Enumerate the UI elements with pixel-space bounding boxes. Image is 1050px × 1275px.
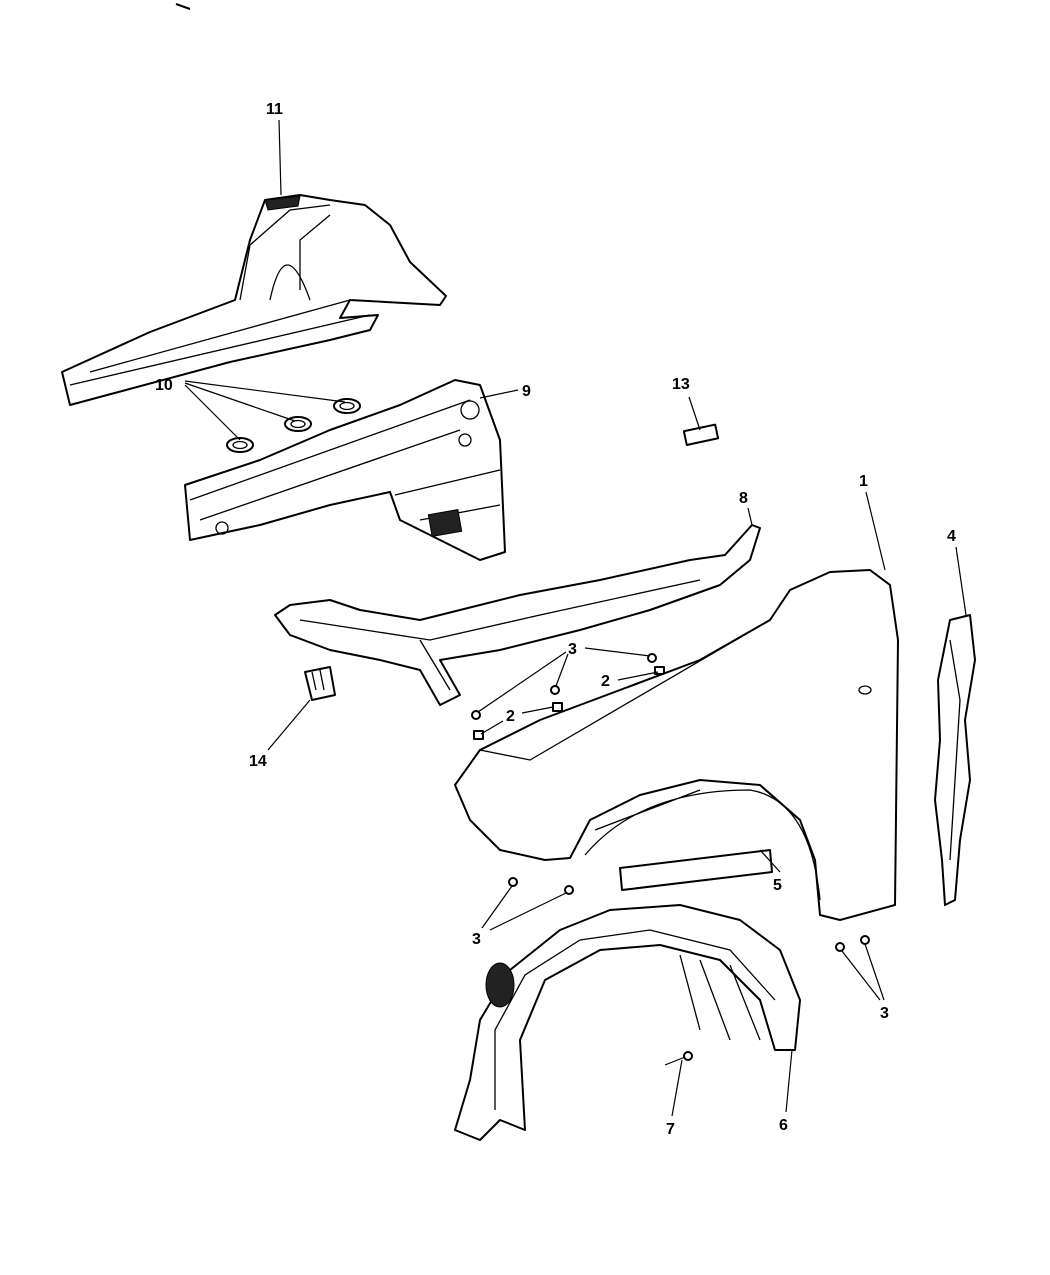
callout-10: 10 <box>155 377 173 394</box>
callout-2-lower: 2 <box>506 708 515 725</box>
part-6-liner <box>454 904 801 1141</box>
part-7-bolt <box>664 1051 693 1066</box>
callout-3-upper: 3 <box>568 641 577 658</box>
callout-7: 7 <box>666 1121 675 1138</box>
part-13-bracket <box>682 423 720 446</box>
part-14-clip <box>304 666 336 701</box>
part-9-lower-rail <box>184 379 506 561</box>
callout-2-upper: 2 <box>601 673 610 690</box>
callout-6: 6 <box>779 1117 788 1134</box>
part-11-upper-rail <box>61 194 447 406</box>
part-10-grommets <box>226 398 361 453</box>
callout-4: 4 <box>947 528 956 545</box>
part-8-shield <box>274 524 761 706</box>
callout-8: 8 <box>739 490 748 507</box>
fasteners-upper <box>471 653 665 740</box>
callout-11: 11 <box>266 101 283 118</box>
part-4-seal <box>934 614 976 906</box>
part-5-strip <box>619 849 773 891</box>
part-1-fender <box>454 569 899 921</box>
corner-mark <box>175 3 191 10</box>
callout-13: 13 <box>672 376 690 393</box>
callout-14: 14 <box>249 753 267 770</box>
callout-9: 9 <box>522 383 531 400</box>
callout-1: 1 <box>859 473 868 490</box>
callout-5: 5 <box>773 877 782 894</box>
callout-3-lower-right: 3 <box>880 1005 889 1022</box>
callout-3-lower-left: 3 <box>472 931 481 948</box>
leader-lines <box>184 119 967 1117</box>
